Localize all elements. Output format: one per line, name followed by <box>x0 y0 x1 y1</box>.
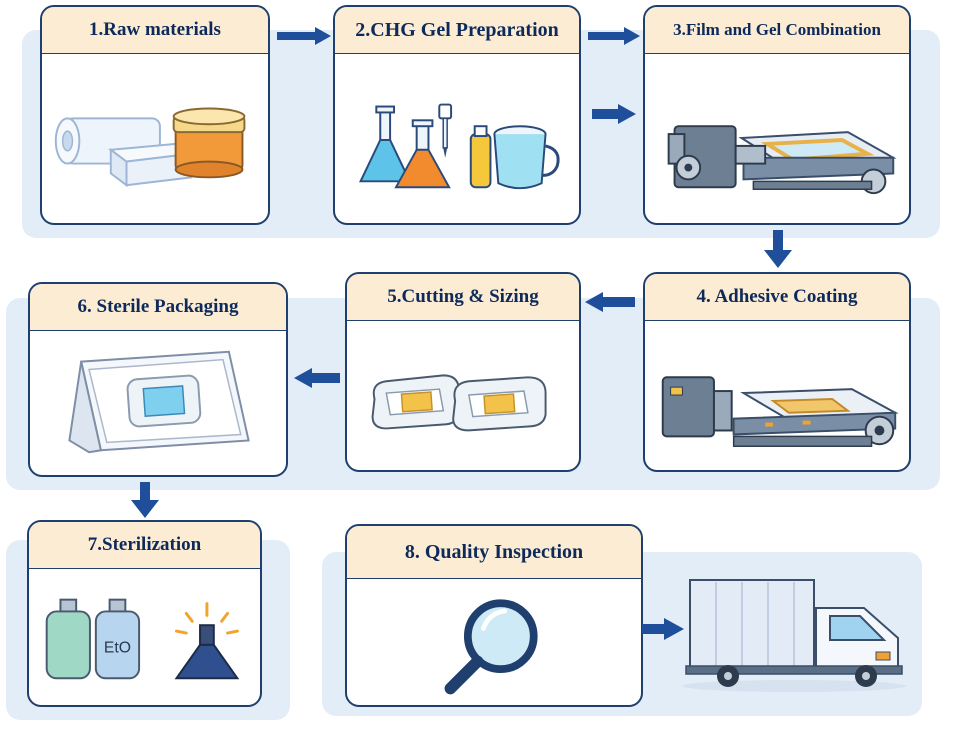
sterile-pouch-illustration <box>68 350 250 454</box>
arrow-left-icon <box>585 292 635 312</box>
delivery-truck-icon <box>682 579 906 692</box>
step-card-film-gel-combination: 3.Film and Gel Combination <box>643 5 911 225</box>
arrow-right-icon <box>592 104 636 124</box>
eto-label: EtO <box>104 640 131 657</box>
arrow-down-icon <box>764 230 792 268</box>
laminating-machine-icon <box>667 125 897 195</box>
magnifying-glass-icon <box>444 599 538 695</box>
step-card-cutting-sizing: 5.Cutting & Sizing <box>345 272 581 472</box>
step-card-sterile-packaging: 6. Sterile Packaging <box>28 282 288 477</box>
orange-flask-icon <box>394 119 451 189</box>
yellow-bottle-icon <box>469 125 492 189</box>
adhesive-coating-machine-illustration <box>661 376 899 447</box>
step-card-chg-gel-preparation: 2.CHG Gel Preparation <box>333 5 581 225</box>
jar-icon <box>172 107 246 179</box>
arrow-right-icon <box>277 27 331 45</box>
step-title: 8. Quality Inspection <box>347 526 641 579</box>
cut-dressings-illustration <box>371 374 547 432</box>
gas-cylinder-icon <box>45 598 91 680</box>
raw-materials-illustration <box>54 107 246 188</box>
coating-machine-icon <box>661 376 899 447</box>
step-title: 4. Adhesive Coating <box>645 274 909 321</box>
step-title: 7.Sterilization <box>29 522 260 569</box>
dressing-patch-icon <box>371 374 461 430</box>
step-card-sterilization: 7.Sterilization EtO <box>27 520 262 707</box>
arrow-right-icon <box>642 618 684 640</box>
eto-cylinder-icon: EtO <box>94 598 141 680</box>
film-combination-machine-illustration <box>667 125 897 195</box>
step-card-adhesive-coating: 4. Adhesive Coating <box>643 272 911 472</box>
sterilization-flask-icon <box>174 602 240 680</box>
step-title: 6. Sterile Packaging <box>30 284 286 331</box>
arrow-down-icon <box>131 482 159 518</box>
blue-flask-icon <box>359 105 412 183</box>
step-title: 1.Raw materials <box>42 7 268 54</box>
step-card-raw-materials: 1.Raw materials <box>40 5 270 225</box>
step-card-quality-inspection: 8. Quality Inspection <box>345 524 643 707</box>
step-title: 5.Cutting & Sizing <box>347 274 579 321</box>
step-title: 3.Film and Gel Combination <box>645 7 909 54</box>
gel-preparation-illustration <box>359 103 560 190</box>
sterilization-illustration: EtO <box>45 598 240 680</box>
pipette-icon <box>438 103 453 158</box>
step-title: 2.CHG Gel Preparation <box>335 7 579 54</box>
beaker-icon <box>493 125 560 190</box>
sterile-pouch-icon <box>68 350 250 454</box>
dressing-patch-icon <box>452 376 547 432</box>
arrow-right-icon <box>588 27 640 45</box>
quality-inspection-illustration <box>444 599 538 695</box>
arrow-left-icon <box>294 368 340 388</box>
